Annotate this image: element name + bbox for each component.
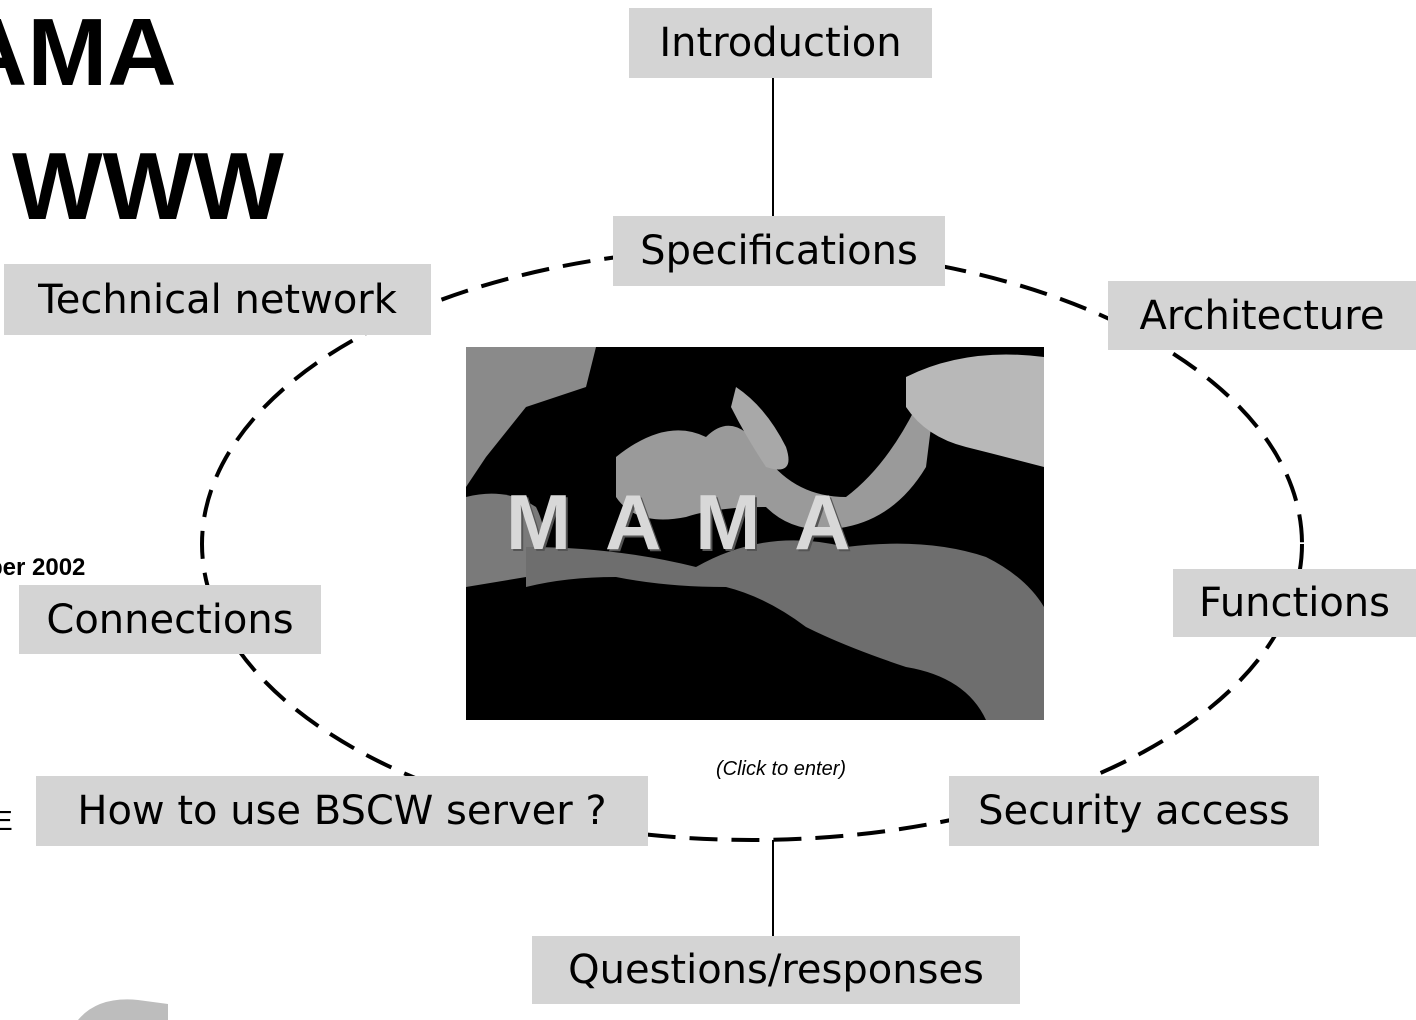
landmass-peninsula (731, 387, 789, 470)
node-security-access[interactable]: Security access (949, 776, 1319, 846)
date-text: ber 2002 (0, 554, 86, 581)
node-how-to-use-bscw[interactable]: How to use BSCW server ? (36, 776, 648, 846)
node-introduction[interactable]: Introduction (629, 8, 932, 78)
node-connections[interactable]: Connections (19, 585, 321, 654)
node-functions[interactable]: Functions (1173, 569, 1416, 637)
node-specifications[interactable]: Specifications (613, 216, 945, 286)
landmass-iberia (466, 493, 544, 587)
map-logo-word: MAMA (506, 478, 885, 566)
landmass-northeast (906, 354, 1044, 467)
node-questions-responses[interactable]: Questions/responses (532, 936, 1020, 1004)
click-to-enter-hint[interactable]: (Click to enter) (716, 758, 847, 780)
mama-map-image[interactable]: MAMA (466, 347, 1044, 720)
landmass-west (466, 347, 596, 487)
node-technical-network[interactable]: Technical network (4, 264, 431, 335)
node-architecture[interactable]: Architecture (1108, 281, 1416, 350)
landmass-africa (526, 540, 1044, 720)
title-line-2: WWW (12, 133, 284, 240)
title-line-1: AMA (0, 0, 177, 106)
landmass-north (616, 387, 936, 530)
map-landmass-shapes (466, 347, 1044, 720)
left-text-fragment: E (0, 805, 13, 836)
